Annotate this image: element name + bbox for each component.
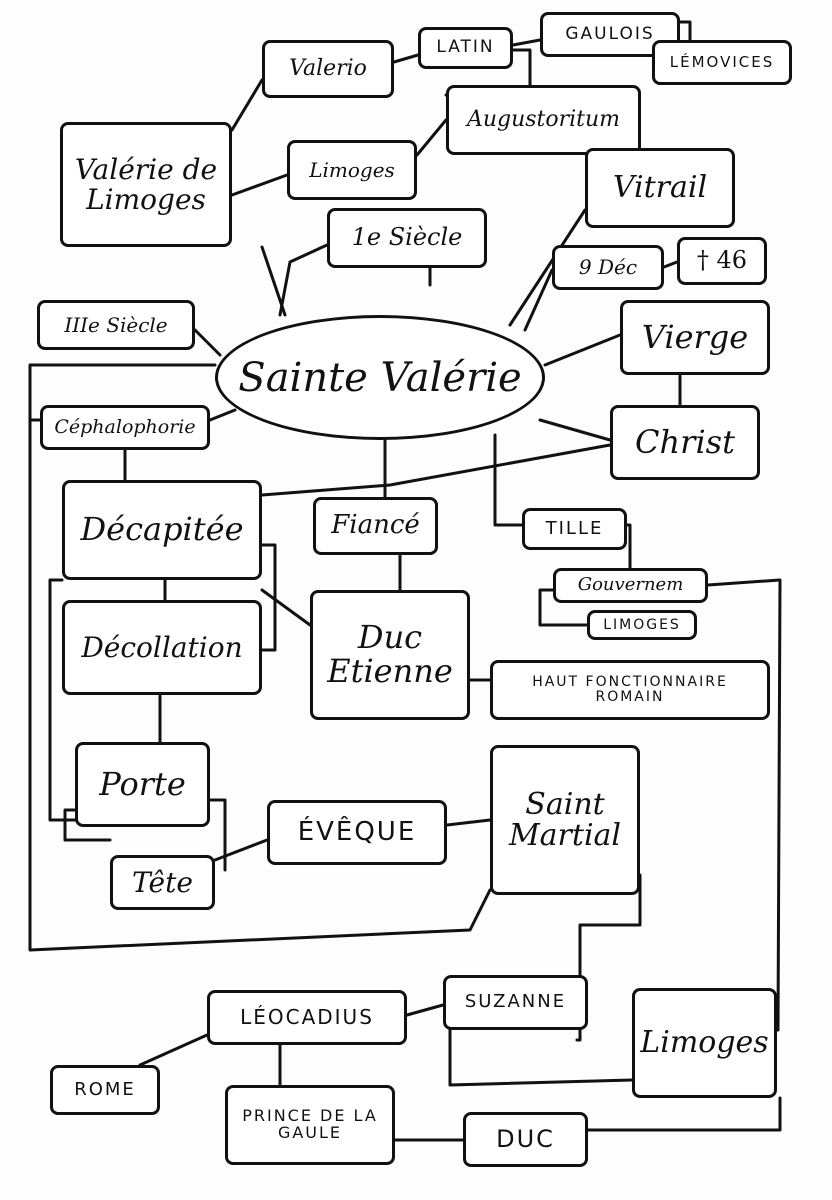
node-augustoritum: Augustoritum — [446, 85, 641, 155]
node-limoges: Limoges — [287, 140, 417, 200]
node-gouvernem: Gouvernem — [553, 568, 708, 603]
node-9-dec: 9 Déc — [552, 245, 664, 290]
node-lemovices: LÉMOVICES — [652, 40, 792, 85]
node-eveque: ÉVÊQUE — [267, 800, 447, 865]
node-decollation: Décollation — [62, 600, 262, 695]
node-limoges-bottom: Limoges — [632, 988, 777, 1098]
node-leocadius: LÉOCADIUS — [207, 990, 407, 1045]
node-death-46: † 46 — [677, 237, 767, 285]
node-valerio: Valerio — [262, 40, 394, 98]
node-3e-siecle: IIIe Siècle — [37, 300, 195, 350]
node-haut-fonctionnaire: HAUT FONCTIONNAIRE ROMAIN — [490, 660, 770, 720]
node-tille: TILLE — [522, 508, 627, 550]
node-duc-etienne: Duc Etienne — [310, 590, 470, 720]
node-tete: Tête — [110, 855, 215, 910]
node-latin: LATIN — [418, 27, 513, 69]
node-fiance: Fiancé — [313, 497, 438, 555]
node-christ: Christ — [610, 405, 760, 480]
node-1e-siecle: 1e Siècle — [327, 208, 487, 268]
node-suzanne: SUZANNE — [443, 975, 588, 1030]
node-duc: DUC — [463, 1112, 588, 1167]
node-porte: Porte — [75, 742, 210, 827]
node-prince-de-la-gaule: PRINCE DE LA GAULE — [225, 1085, 395, 1165]
node-cephalophorie: Céphalophorie — [40, 405, 210, 450]
node-saint-martial: Saint Martial — [490, 745, 640, 895]
node-vierge: Vierge — [620, 300, 770, 375]
node-valerie-de-limoges: Valérie de Limoges — [60, 122, 232, 247]
node-sainte-valerie: Sainte Valérie — [215, 315, 545, 440]
node-rome: ROME — [50, 1065, 160, 1115]
node-vitrail: Vitrail — [585, 148, 735, 228]
node-limoges-caps: LIMOGES — [587, 610, 697, 640]
node-decapitee: Décapitée — [62, 480, 262, 580]
